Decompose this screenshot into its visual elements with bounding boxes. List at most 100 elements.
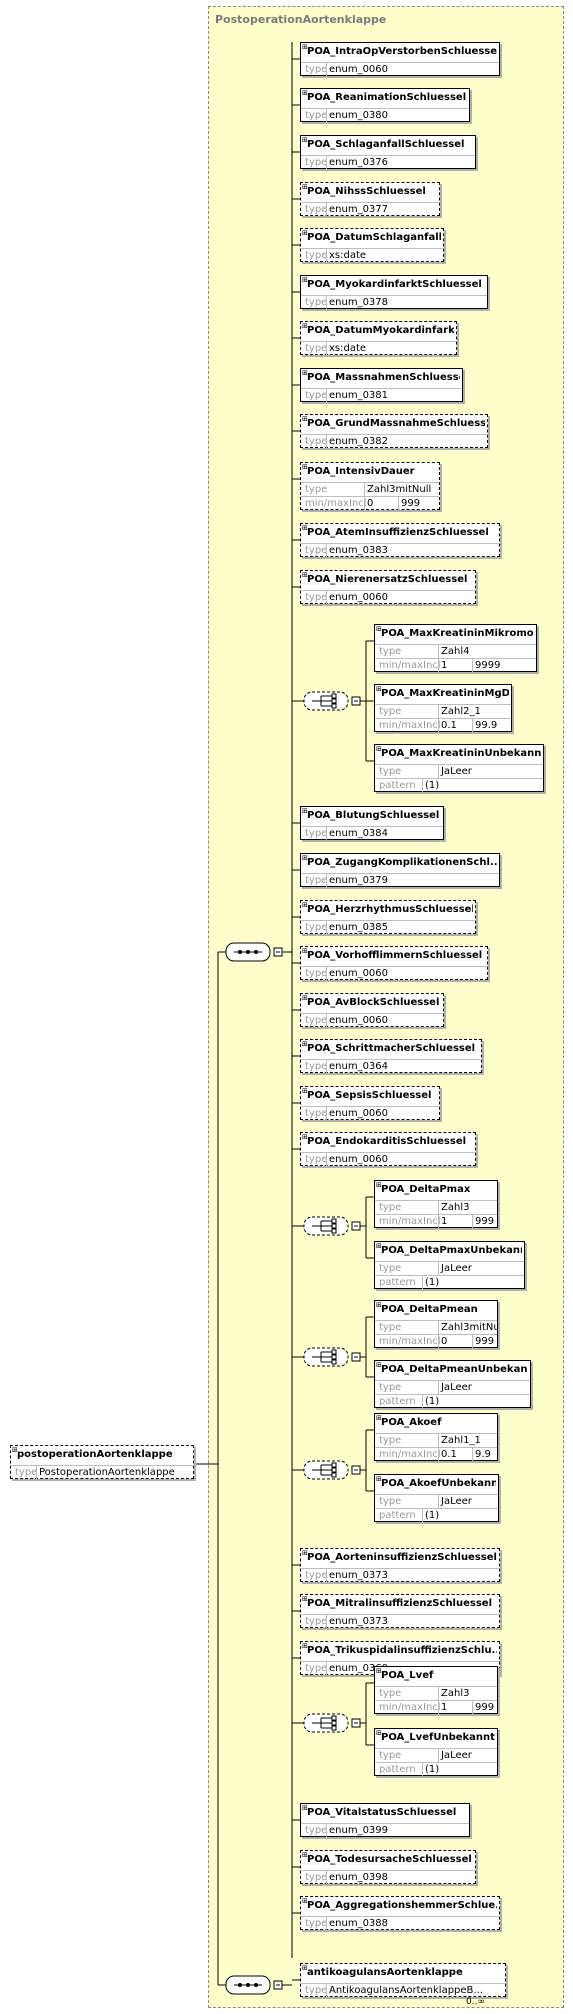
facet-label: type bbox=[305, 343, 328, 354]
facet-row-pattern: pattern(1) bbox=[375, 778, 543, 793]
element-name: POA_AvBlockSchluessel bbox=[307, 997, 440, 1008]
choice-compositor-4-slot bbox=[331, 1715, 337, 1721]
facet-label: type bbox=[305, 1108, 328, 1119]
column-divider bbox=[472, 1448, 473, 1462]
column-divider bbox=[36, 1466, 37, 1480]
facet-label: min/maxIncl bbox=[379, 1449, 441, 1460]
element-marker-icon: ⊞ bbox=[302, 183, 308, 191]
column-divider bbox=[472, 1335, 473, 1349]
element-name: POA_SchlaganfallSchluessel bbox=[307, 139, 465, 150]
element-name: POA_MyokardinfarktSchluessel bbox=[307, 279, 482, 290]
sequence-compositor-2-dot bbox=[254, 1983, 258, 1987]
facet-label: type bbox=[305, 1663, 328, 1674]
occurrence-label: 0..∞ bbox=[466, 1997, 485, 2007]
facet-value: 0.1 bbox=[441, 720, 457, 731]
facet-label: min/maxIncl bbox=[379, 1216, 441, 1227]
facet-value: (1) bbox=[425, 1510, 440, 1521]
element-choice-2-0[interactable]: ⊞POA_DeltaPmeantypeZahl3mitNullmin/maxIn… bbox=[374, 1300, 498, 1349]
element-name: POA_TodesursacheSchluessel bbox=[307, 1854, 472, 1865]
facet-label: type bbox=[305, 1061, 328, 1072]
element-name: POA_AorteninsuffizienzSchluessel bbox=[307, 1552, 497, 1563]
column-divider bbox=[438, 705, 439, 719]
element-marker-icon: ⊞ bbox=[302, 1851, 308, 1859]
element-marker-icon: ⊞ bbox=[376, 1667, 382, 1675]
choice-compositor-3-slot bbox=[331, 1472, 337, 1478]
facet-label: type bbox=[305, 1015, 328, 1026]
element-name: POA_NierenersatzSchluessel bbox=[307, 574, 468, 585]
facet-value: Zahl3 bbox=[441, 1688, 470, 1699]
facet-label: type bbox=[305, 484, 328, 495]
column-divider bbox=[438, 765, 439, 779]
column-divider bbox=[326, 63, 327, 77]
element-name: POA_MaxKreatininUnbekannt bbox=[381, 748, 541, 759]
column-divider bbox=[438, 1701, 439, 1715]
element-name: POA_TrikuspidalinsuffizienzSchlu... bbox=[307, 1645, 497, 1656]
choice-compositor-2-slot bbox=[331, 1349, 337, 1355]
choice-compositor-0-slot bbox=[331, 693, 337, 699]
facet-value: enum_0060 bbox=[329, 968, 389, 979]
element-name: POA_AggregationshemmerSchlue... bbox=[307, 1900, 497, 1911]
facet-value: 1 bbox=[441, 660, 448, 671]
facet-value: 999 bbox=[475, 1216, 495, 1227]
facet-label: pattern bbox=[379, 1764, 416, 1775]
facet-value: enum_0364 bbox=[329, 1061, 389, 1072]
element-marker-icon: ⊞ bbox=[302, 1549, 308, 1557]
facet-label: min/maxIncl bbox=[379, 1336, 441, 1347]
column-divider bbox=[438, 659, 439, 673]
element-name: POA_DeltaPmaxUnbekannt bbox=[381, 1245, 522, 1256]
sequence-compositor-2-dot bbox=[238, 1983, 242, 1987]
column-divider bbox=[326, 1153, 327, 1167]
element-name: POA_DeltaPmeanUnbekannt bbox=[381, 1364, 528, 1375]
element-name: POA_BlutungSchluessel bbox=[307, 810, 440, 821]
facet-label: type bbox=[305, 1872, 328, 1883]
facet-label: type bbox=[305, 545, 328, 556]
choice-compositor-4-slot bbox=[331, 1720, 337, 1726]
